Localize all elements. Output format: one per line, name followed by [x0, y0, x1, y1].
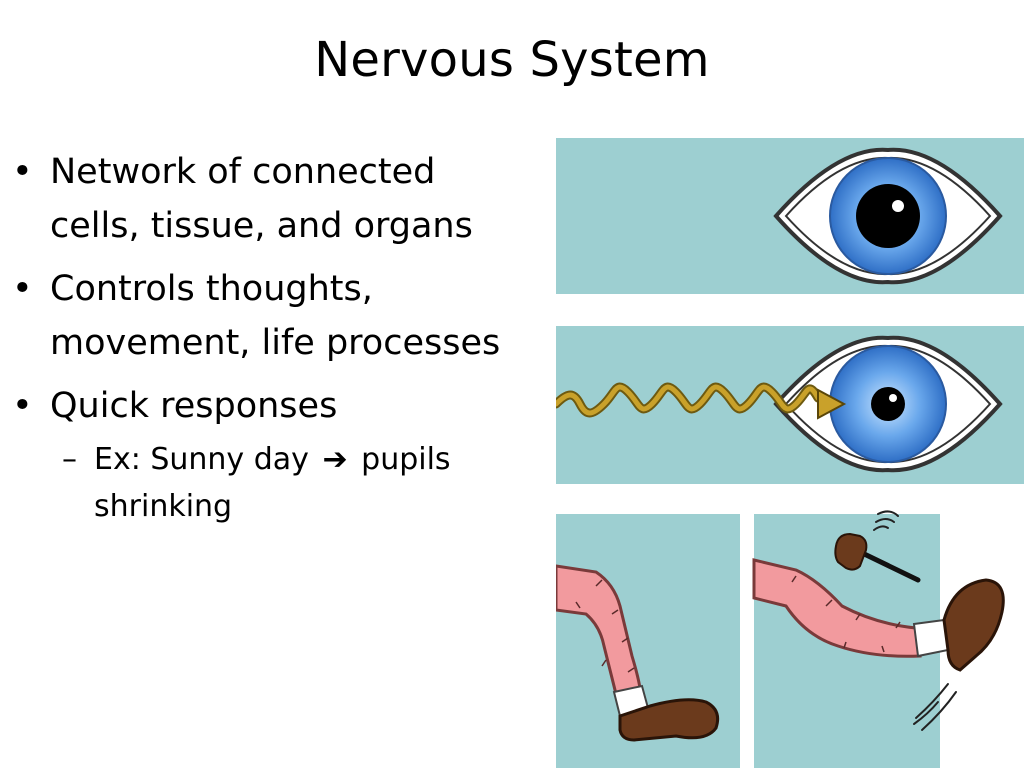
slide-title: Nervous System: [314, 32, 710, 88]
leg-panel-relaxed: [556, 514, 740, 768]
sock-icon: [912, 618, 950, 658]
bullet-item: • Quick responses: [10, 379, 520, 433]
bullet-text: Network of connected cells, tissue, and …: [50, 152, 473, 246]
shoe-icon: [942, 578, 1005, 672]
sub-bullet-item: – Ex: Sunny day ➔ pupils shrinking: [10, 436, 520, 530]
eye-panel-2: [556, 326, 1024, 484]
sub-bullet-suffix: pupils shrinking: [94, 442, 451, 524]
nervous-response-illustration: [556, 138, 1024, 768]
reflex-hammer-icon: [834, 532, 921, 583]
arrow-head-icon: [817, 388, 847, 420]
bullet-list: • Network of connected cells, tissue, an…: [10, 145, 520, 530]
bullet-dot-icon: •: [12, 269, 33, 309]
leg-icon: [556, 564, 642, 696]
pupil-constricted: [871, 387, 905, 421]
dash-icon: –: [62, 442, 77, 477]
eye-icon: [773, 147, 1003, 285]
pupil-dilated: [856, 184, 920, 248]
shoe-icon: [618, 698, 720, 742]
motion-lines-icon: [873, 510, 957, 731]
eye-panel-1: [556, 138, 1024, 294]
sub-bullet-prefix: Ex: Sunny day: [94, 442, 309, 477]
bullet-dot-icon: •: [12, 152, 33, 192]
eye-icon: [773, 335, 1003, 473]
bullet-text: Quick responses: [50, 386, 338, 426]
bullet-item: • Controls thoughts, movement, life proc…: [10, 262, 520, 370]
right-arrow-icon: ➔: [322, 442, 348, 477]
bullet-item: • Network of connected cells, tissue, an…: [10, 145, 520, 253]
bullet-text: Controls thoughts, movement, life proces…: [50, 269, 501, 363]
bullet-dot-icon: •: [12, 386, 33, 426]
leg-panel-reflex: [752, 510, 1005, 768]
